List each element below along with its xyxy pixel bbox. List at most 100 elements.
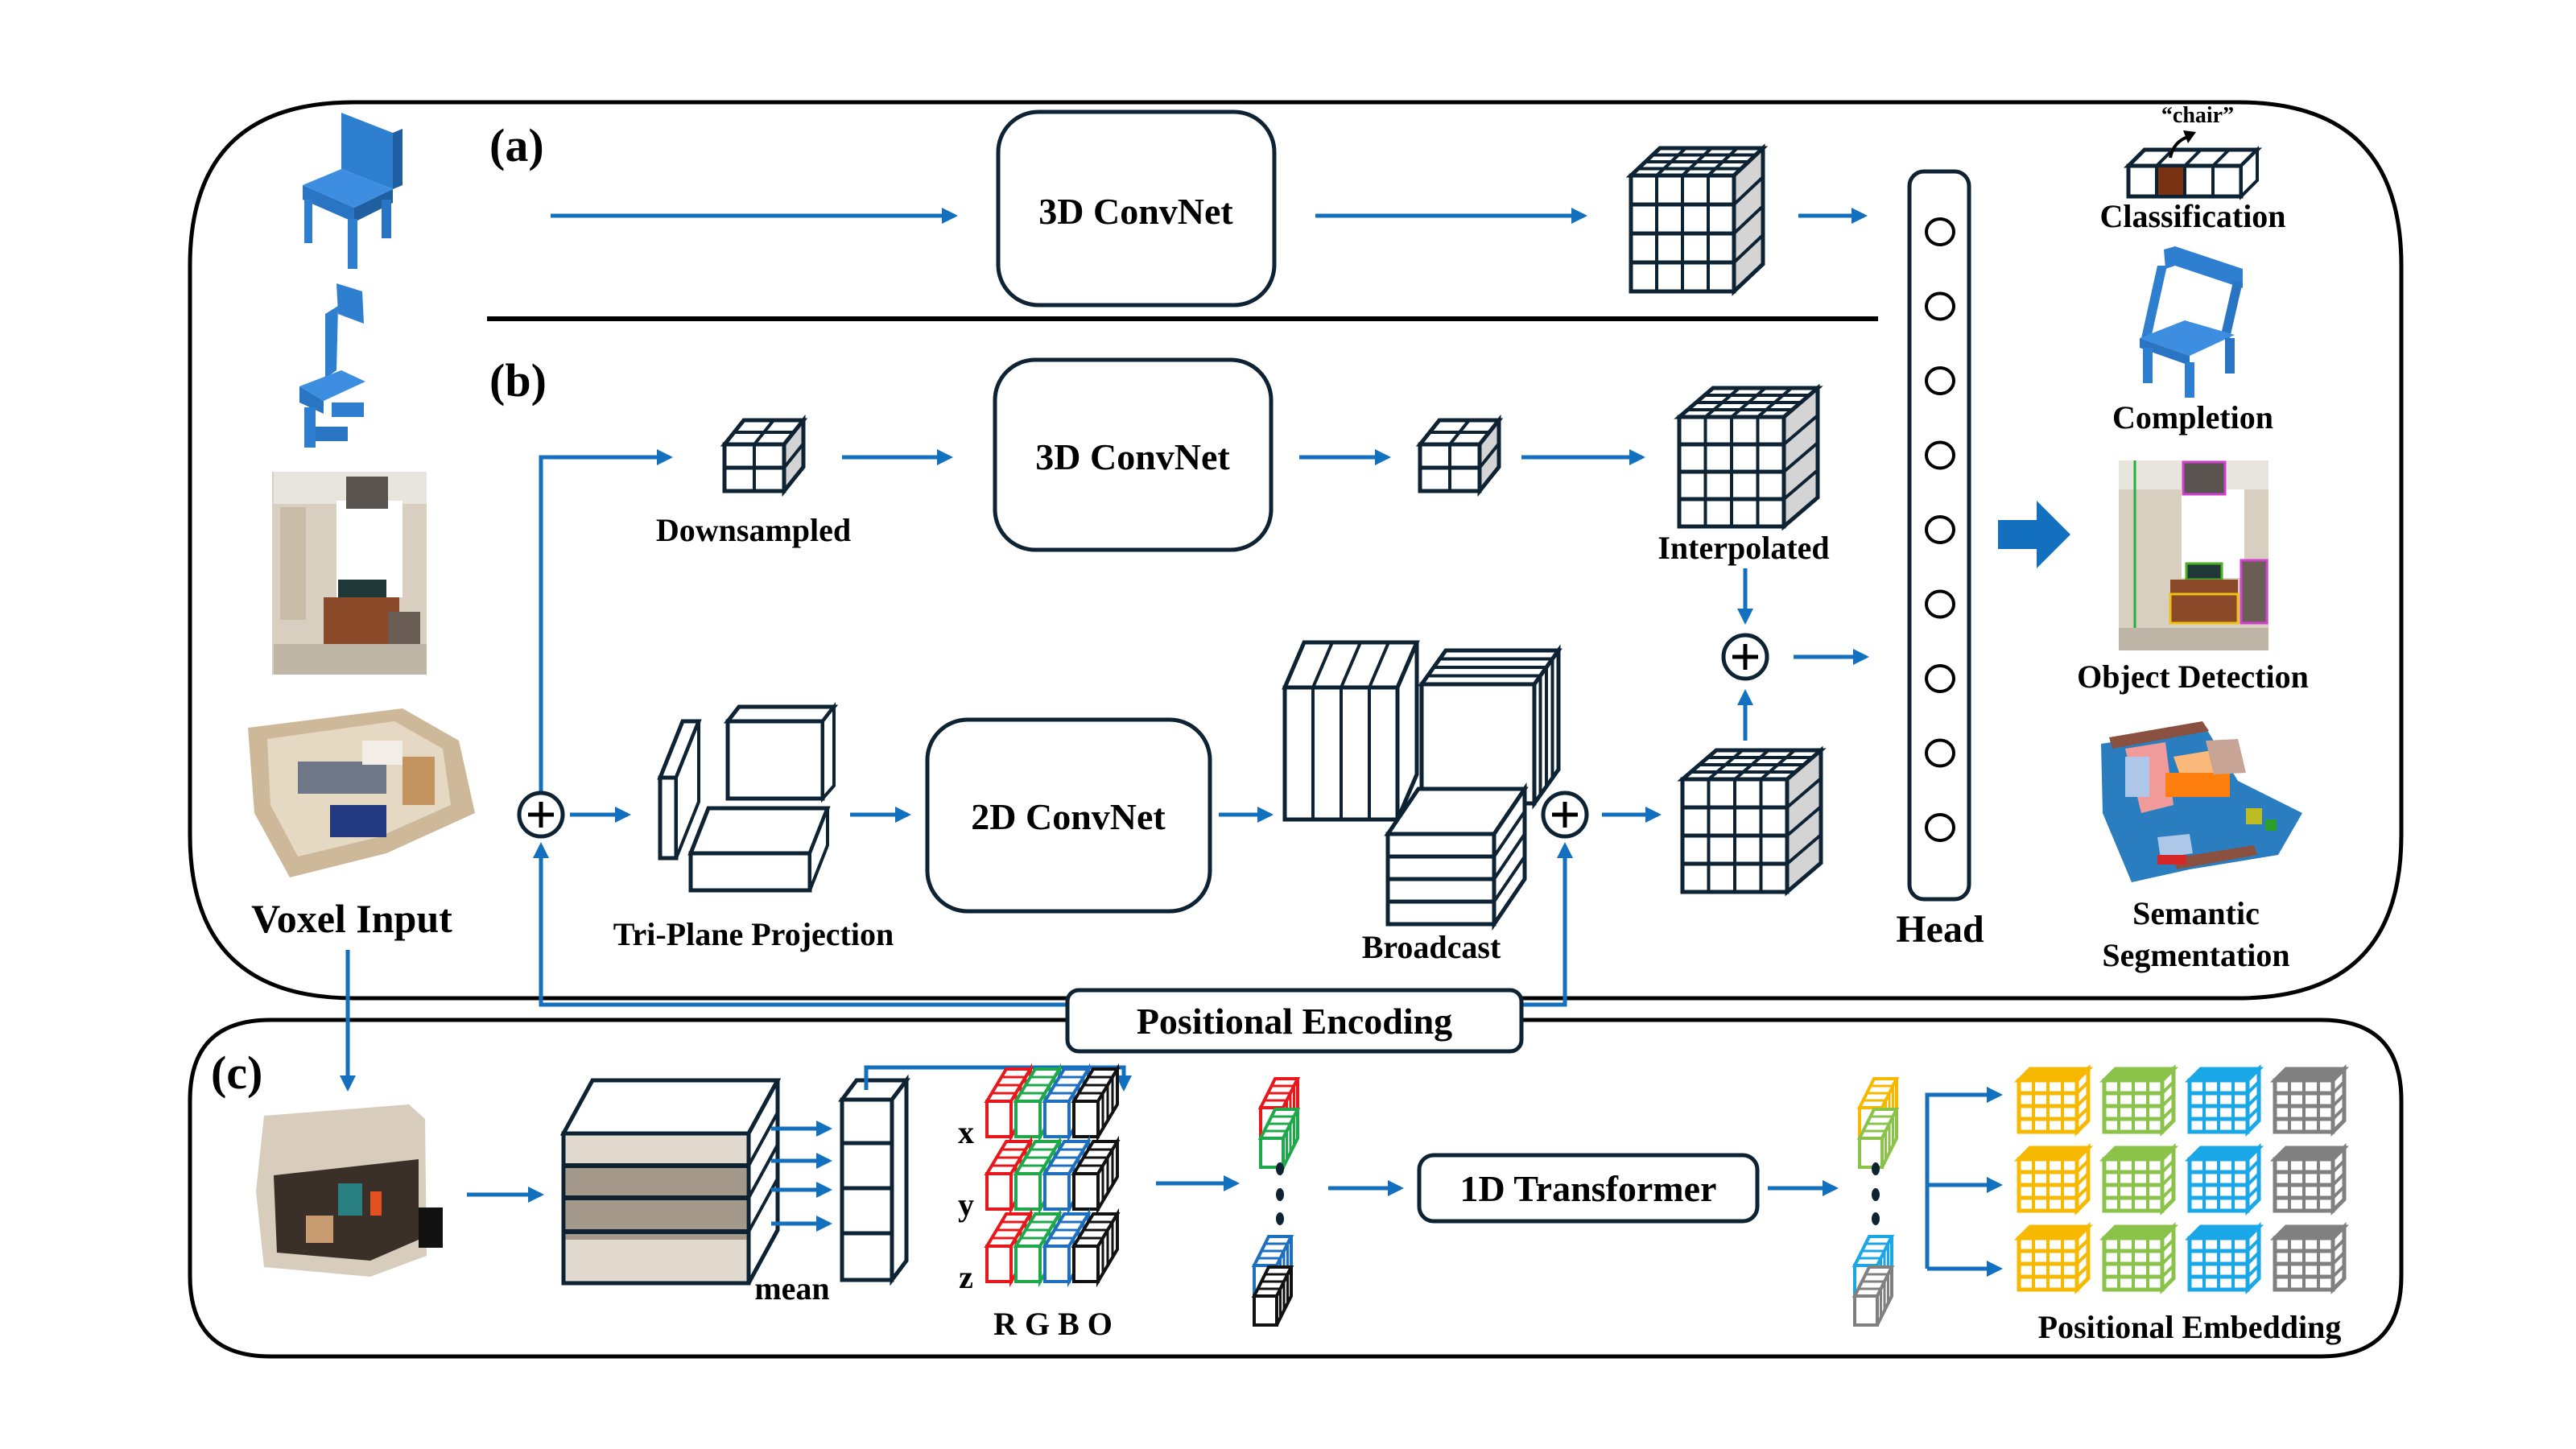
a-feature-cube-icon (1625, 143, 1769, 296)
semantic-segmentation-label-1: Semantic (2132, 895, 2260, 931)
head-label: Head (1896, 908, 1984, 951)
room-voxel-image (272, 472, 427, 675)
section-c-label: (c) (211, 1046, 262, 1099)
embedding-cube (2013, 1221, 2094, 1295)
output-tokens (1852, 1077, 1900, 1327)
ellipsis-dot (1276, 1212, 1284, 1225)
conv-output-cube-icon (1415, 414, 1504, 497)
ellipsis-dot (1276, 1162, 1284, 1175)
token-out-first (1856, 1077, 1900, 1169)
frame-c (188, 1018, 2404, 1359)
scene-voxel-image (248, 708, 475, 877)
head-nodes (1925, 217, 1955, 842)
partial-chair-voxel-icon (299, 283, 365, 448)
head-node (1925, 738, 1955, 768)
ellipsis-dot (1872, 1212, 1880, 1225)
interpolated-cube-icon (1674, 383, 1823, 531)
head-node (1925, 813, 1955, 842)
embedding-cube (2013, 1142, 2094, 1216)
section-a-label: (a) (489, 119, 544, 171)
completion-chair-icon (2140, 246, 2243, 398)
downsampled-label: Downsampled (656, 512, 851, 548)
broadcast-label: Broadcast (1362, 929, 1501, 965)
head-node (1925, 291, 1955, 321)
scene-front-voxel-image (256, 1104, 443, 1277)
token-last (1251, 1235, 1294, 1327)
rgbo-grid (984, 1063, 1121, 1288)
embedding-cube (2099, 1142, 2179, 1216)
positional-embedding-grid (2013, 1063, 2350, 1295)
classification-label: Classification (2099, 198, 2285, 234)
pe-line-left (533, 842, 1071, 1007)
broadcast-icon (1282, 640, 1563, 931)
arrow-to-downsample (539, 449, 673, 797)
embedding-cube (2013, 1063, 2094, 1137)
rgbo-row-z (984, 1208, 1121, 1288)
head-node (1925, 664, 1955, 693)
head-node (1925, 589, 1955, 619)
output-arrow-icon (1998, 501, 2070, 568)
sliced-volume-icon (559, 1078, 782, 1286)
classification-vector-icon (2123, 130, 2263, 200)
input-tokens (1251, 1077, 1301, 1327)
axis-label-y: y (958, 1187, 974, 1223)
ellipsis-dot (1276, 1188, 1284, 1201)
embedding-cube (2269, 1142, 2350, 1216)
downsampled-cube-icon (720, 414, 808, 497)
embedding-cube (2099, 1063, 2179, 1137)
embedding-cube (2269, 1063, 2350, 1137)
transformer-box (1417, 1153, 1760, 1224)
transformer-label: 1D Transformer (1460, 1168, 1717, 1209)
add-node-broadcast (1541, 791, 1589, 839)
mean-label: mean (754, 1270, 829, 1307)
mean-arrows (771, 1121, 832, 1232)
head-node (1925, 440, 1955, 470)
triplane-label: Tri-Plane Projection (613, 916, 894, 952)
semantic-segmentation-image (2101, 721, 2302, 882)
classification-class-text: “chair” (2161, 103, 2234, 128)
2d-convnet-label: 2D ConvNet (971, 796, 1166, 837)
b-3d-convnet-label: 3D ConvNet (1035, 436, 1230, 477)
embedding-cube (2184, 1142, 2264, 1216)
rgbo-row-y (984, 1135, 1121, 1216)
embedding-cube (2184, 1221, 2264, 1295)
chair-voxel-icon (303, 113, 402, 269)
positional-encoding-label: Positional Encoding (1137, 1001, 1452, 1042)
ellipsis-dot (1872, 1188, 1880, 1201)
axis-label-z: z (959, 1259, 973, 1295)
add-node-input (517, 791, 565, 839)
add-node-fusion (1721, 633, 1769, 681)
head-node (1925, 217, 1955, 246)
positional-encoding-box (1065, 988, 1524, 1054)
semantic-segmentation-label-2: Segmentation (2102, 937, 2289, 973)
triplane-icon (657, 702, 839, 893)
interpolated-label: Interpolated (1657, 530, 1829, 566)
arrow-mean-to-o (864, 1065, 1132, 1092)
head-node (1925, 366, 1955, 395)
embedding-branch-arrows (1925, 1087, 2003, 1277)
a-3d-convnet-box (996, 109, 1277, 308)
completion-label: Completion (2112, 399, 2273, 436)
ellipsis-dot (1872, 1162, 1880, 1175)
object-detection-label: Object Detection (2077, 658, 2309, 695)
voxel-input-label: Voxel Input (251, 896, 452, 941)
token-first (1257, 1077, 1301, 1169)
object-detection-image (2119, 460, 2268, 650)
channel-labels: R G B O (993, 1306, 1113, 1342)
pe-line-right (1521, 842, 1573, 1007)
positional-embedding-label: Positional Embedding (2038, 1309, 2342, 1345)
rgbo-row-x (984, 1063, 1121, 1143)
embedding-cube (2099, 1221, 2179, 1295)
embedding-cube (2269, 1221, 2350, 1295)
frame-ab (188, 100, 2404, 1001)
a-3d-convnet-label: 3D ConvNet (1038, 191, 1233, 232)
2d-convnet-box (925, 717, 1212, 914)
embedding-cube (2184, 1063, 2264, 1137)
mean-column-icon (838, 1074, 910, 1286)
token-out-last (1852, 1235, 1895, 1327)
b-3d-convnet-box (993, 357, 1274, 552)
section-b-label: (b) (489, 354, 547, 407)
axis-label-x: x (958, 1114, 974, 1150)
head-node (1925, 515, 1955, 544)
